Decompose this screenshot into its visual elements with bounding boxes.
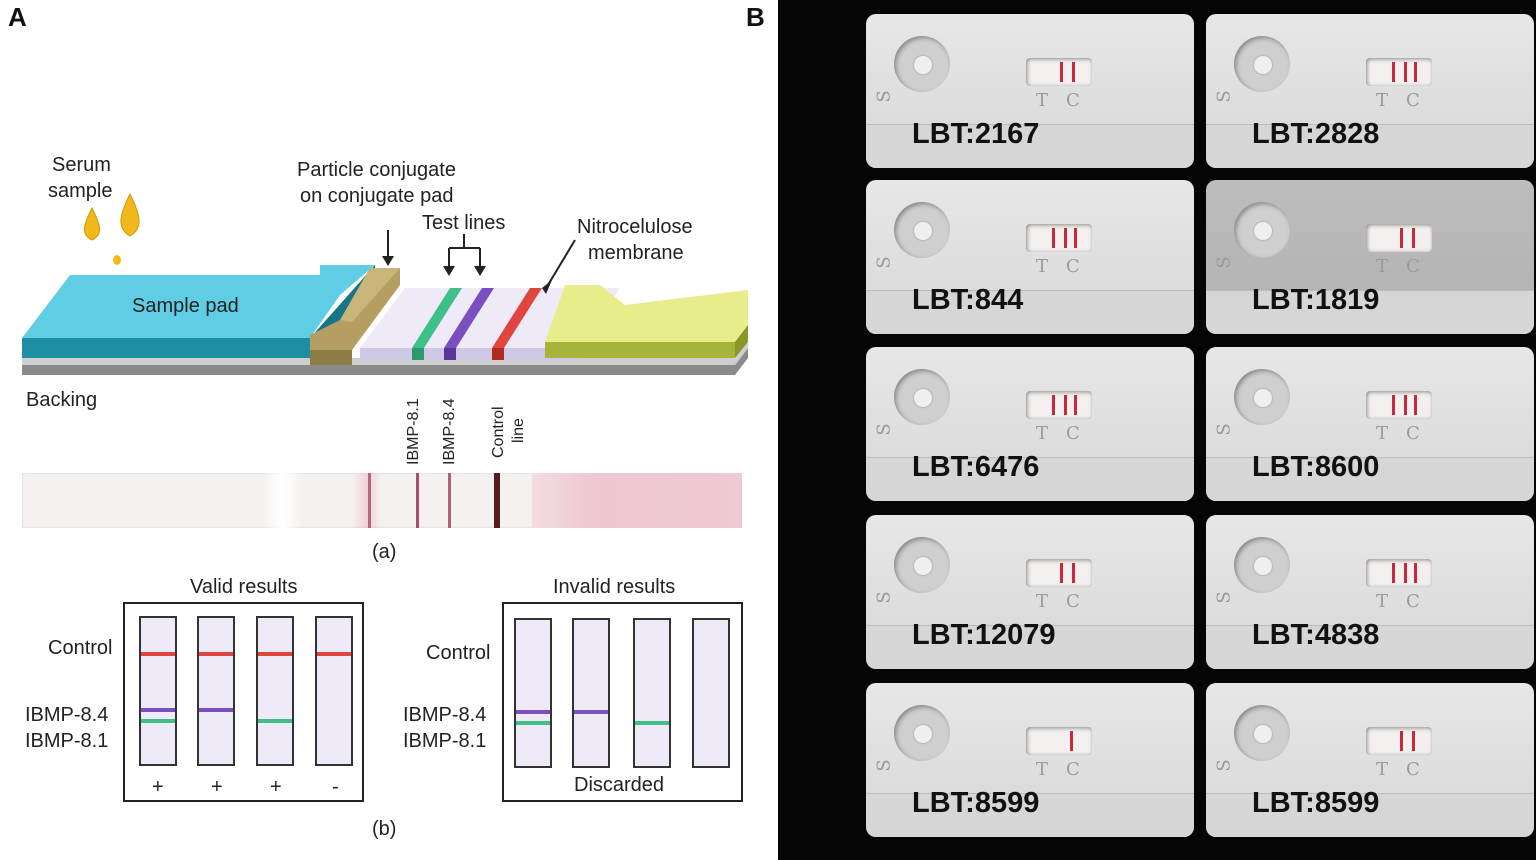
result-window xyxy=(1026,391,1092,419)
cassette-code: LBT:2828 xyxy=(1252,118,1380,150)
invalid-strip-3 xyxy=(633,618,671,768)
result-line xyxy=(1412,228,1415,248)
result-line xyxy=(1400,228,1403,248)
cassette-code: LBT:8599 xyxy=(1252,787,1380,819)
cassette-code: LBT:1819 xyxy=(1252,284,1380,316)
result-line xyxy=(1414,395,1417,415)
valid-strip-1 xyxy=(139,616,177,766)
strip-photo xyxy=(22,473,742,528)
panel-b-label: B xyxy=(746,2,765,32)
serum-drops-icon xyxy=(84,192,140,265)
result-line xyxy=(1404,563,1407,583)
result-window xyxy=(1026,559,1092,587)
conjugate-label-2: on conjugate pad xyxy=(300,185,454,207)
cassette-code: LBT:6476 xyxy=(912,451,1040,483)
valid-sign-2: + xyxy=(211,776,223,798)
result-window xyxy=(1366,224,1432,252)
cassette-code: LBT:8600 xyxy=(1252,451,1380,483)
vlabel-line: line xyxy=(510,418,527,443)
result-line xyxy=(1392,62,1395,82)
invalid-ibmp84-label: IBMP-8.4 xyxy=(403,704,487,726)
nitrocellulose-label-1: Nitrocelulose xyxy=(577,216,693,238)
lateral-flow-strip-diagram xyxy=(22,230,748,375)
result-window xyxy=(1366,727,1432,755)
sample-pad-label: Sample pad xyxy=(132,295,239,317)
valid-control-label: Control xyxy=(48,637,113,659)
cassette-code: LBT:2167 xyxy=(912,118,1040,150)
valid-sign-3: + xyxy=(270,776,282,798)
test-lines-label: Test lines xyxy=(422,212,506,234)
result-line xyxy=(1060,62,1063,82)
invalid-ibmp81-label: IBMP-8.1 xyxy=(403,730,487,752)
invalid-results-box: Discarded xyxy=(502,602,743,802)
result-line xyxy=(1072,563,1075,583)
result-line xyxy=(1074,228,1077,248)
caption-a: (a) xyxy=(372,541,397,563)
result-line xyxy=(1060,563,1063,583)
result-line xyxy=(1404,62,1407,82)
result-window xyxy=(1366,391,1432,419)
discarded-label: Discarded xyxy=(574,774,665,796)
valid-sign-4: - xyxy=(332,776,339,798)
result-line xyxy=(1412,731,1415,751)
result-line xyxy=(1064,395,1067,415)
invalid-control-label: Control xyxy=(426,642,491,664)
result-line xyxy=(1400,731,1403,751)
invalid-strip-4 xyxy=(692,618,730,768)
serum-label-1: Serum xyxy=(52,154,111,176)
result-line xyxy=(1052,228,1055,248)
result-window xyxy=(1026,58,1092,86)
result-window xyxy=(1366,58,1432,86)
cassette-code: LBT:12079 xyxy=(912,619,1056,651)
cassette-code: LBT:844 xyxy=(912,284,1024,316)
panel-a: A Serum sample Particle conjugate on con… xyxy=(8,2,748,840)
invalid-title: Invalid results xyxy=(553,576,676,598)
cassette-code: LBT:8599 xyxy=(912,787,1040,819)
vlabel-ibmp81: IBMP-8.1 xyxy=(405,398,422,465)
valid-results-box: + + + - xyxy=(123,602,364,802)
result-window xyxy=(1366,559,1432,587)
result-line xyxy=(1064,228,1067,248)
vlabel-control: Control xyxy=(490,406,507,458)
result-line xyxy=(1392,395,1395,415)
cassette-code: LBT:4838 xyxy=(1252,619,1380,651)
conjugate-label-1: Particle conjugate xyxy=(297,159,456,181)
result-line xyxy=(1074,395,1077,415)
result-line xyxy=(1414,563,1417,583)
valid-strip-3 xyxy=(256,616,294,766)
invalid-strip-2 xyxy=(572,618,610,768)
result-line xyxy=(1072,62,1075,82)
nitrocellulose-label-2: membrane xyxy=(588,242,684,264)
valid-ibmp81-label: IBMP-8.1 xyxy=(25,730,109,752)
result-line xyxy=(1414,62,1417,82)
result-window xyxy=(1026,727,1092,755)
valid-strip-4 xyxy=(315,616,353,766)
caption-b: (b) xyxy=(372,818,397,840)
result-line xyxy=(1070,731,1073,751)
valid-strip-2 xyxy=(197,616,235,766)
result-window xyxy=(1026,224,1092,252)
result-line xyxy=(1404,395,1407,415)
panel-a-label: A xyxy=(8,2,27,32)
valid-ibmp84-label: IBMP-8.4 xyxy=(25,704,109,726)
serum-label-2: sample xyxy=(48,180,113,202)
backing-label: Backing xyxy=(26,389,98,411)
result-line xyxy=(1392,563,1395,583)
valid-title: Valid results xyxy=(190,576,298,598)
valid-sign-1: + xyxy=(152,776,164,798)
vlabel-ibmp84: IBMP-8.4 xyxy=(441,398,458,465)
invalid-strip-1 xyxy=(514,618,552,768)
result-line xyxy=(1052,395,1055,415)
